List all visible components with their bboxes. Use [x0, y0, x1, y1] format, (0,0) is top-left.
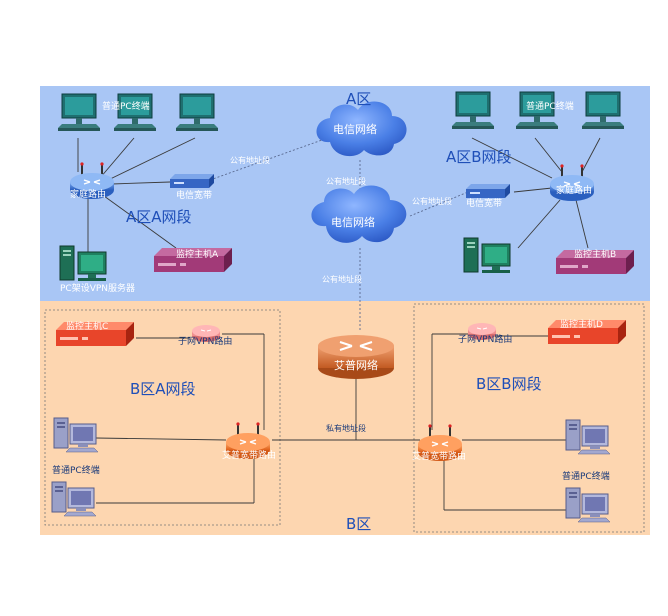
connection-lines	[77, 137, 601, 511]
b-right-pc-label: 普通PC终端	[562, 472, 610, 482]
modem-icon	[170, 174, 214, 188]
zone-b-title: B区	[346, 515, 372, 533]
b-left-vpn-router-label: 子网VPN路由	[178, 337, 233, 347]
cloud-mid	[311, 185, 407, 243]
b-left-monitor-label: 监控主机C	[66, 322, 109, 332]
zone-a-title: A区	[346, 90, 372, 108]
link-public-bottom: 公有地址段	[322, 275, 362, 284]
a-right-router-label: 家庭路由	[556, 186, 593, 196]
cloud-top	[316, 101, 407, 157]
b-b-segment-box	[413, 303, 645, 533]
a-right-monitor-label: 监控主机B	[574, 250, 617, 260]
a-right-modem-label: 电信宽带	[466, 199, 503, 209]
link-private: 私有地址段	[326, 424, 366, 433]
b-right-broadband-router-label: 艾普宽带路由	[412, 452, 467, 462]
a-left-pc-label: 普通PC终端	[102, 102, 150, 112]
cloud-mid-label: 电信网络	[331, 216, 375, 229]
link-public-mid: 公有地址段	[326, 177, 366, 186]
b-a-segment-box	[44, 309, 281, 526]
segment-b-a: B区A网段	[130, 380, 196, 398]
a-left-router-label: 家庭路由	[70, 190, 107, 200]
segment-a-b: A区B网段	[446, 148, 512, 166]
pc-monitor-icon	[175, 93, 219, 132]
b-right-vpn-router-label: 子网VPN路由	[458, 335, 513, 345]
cloud-top-label: 电信网络	[333, 123, 377, 136]
segment-b-b: B区B网段	[476, 375, 542, 393]
a-right-pc-label: 普通PC终端	[526, 102, 574, 112]
pc-monitor-icon	[451, 91, 495, 130]
b-left-broadband-router-label: 艾普宽带路由	[222, 451, 277, 461]
pc-monitor-icon	[57, 93, 101, 132]
public-links	[209, 139, 469, 330]
modem-icon	[466, 184, 510, 198]
b-right-monitor-label: 监控主机D	[560, 320, 603, 330]
link-public-right: 公有地址段	[412, 197, 452, 206]
link-public-left: 公有地址段	[230, 156, 270, 165]
pc-monitor-icon	[581, 91, 625, 130]
segment-a-a: A区A网段	[126, 208, 192, 226]
a-left-vpn-server-label: PC架设VPN服务器	[60, 284, 136, 294]
a-left-monitor-label: 监控主机A	[176, 250, 219, 260]
b-left-pc-label: 普通PC终端	[52, 466, 100, 476]
core-router	[318, 335, 394, 379]
a-left-modem-label: 电信宽带	[176, 191, 213, 201]
core-router-label: 艾普网络	[334, 359, 378, 372]
